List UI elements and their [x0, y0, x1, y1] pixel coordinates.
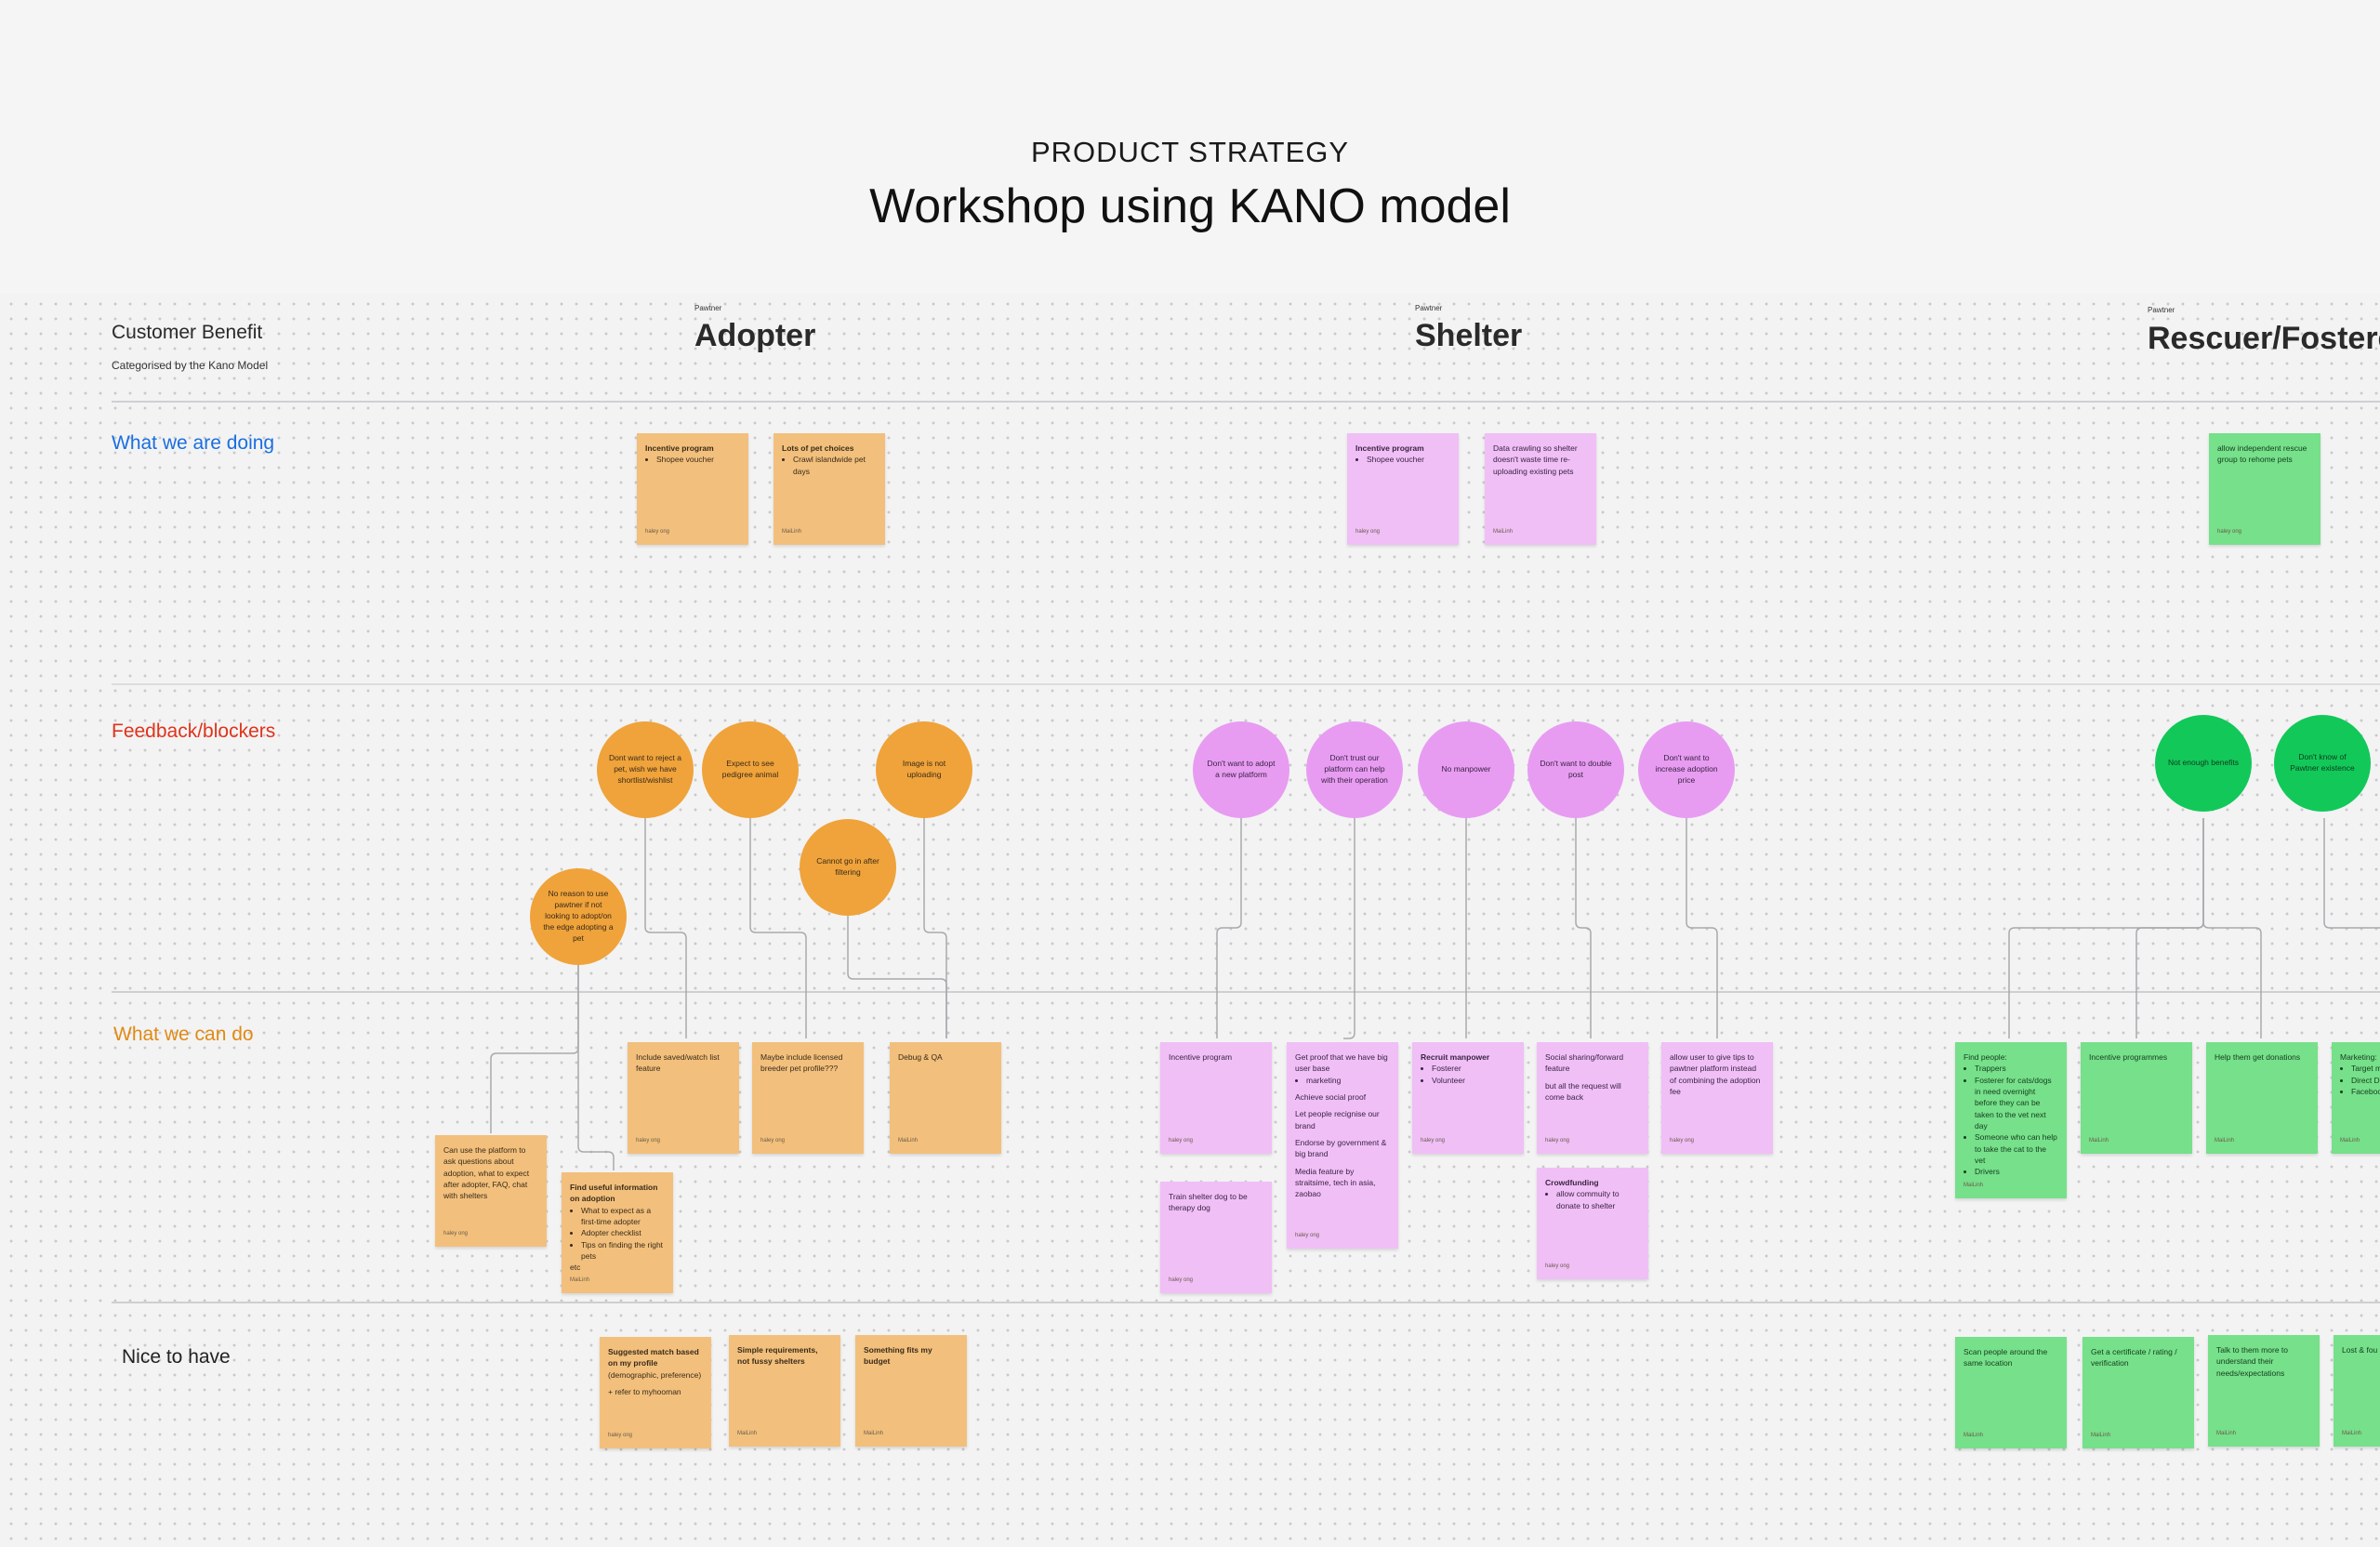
column-shelter-caption: Pawtner: [1415, 304, 1443, 312]
feedback-circle[interactable]: No reason to use pawtner if not looking …: [530, 868, 627, 965]
sticky-note[interactable]: Data crawling so shelter doesn't waste t…: [1485, 433, 1596, 545]
section-label-doing: What we are doing: [112, 432, 275, 454]
divider-doing: [112, 683, 2380, 685]
whiteboard-canvas[interactable]: Customer Benefit Categorised by the Kano…: [0, 293, 2380, 1547]
sticky-note[interactable]: Talk to them more to understand their ne…: [2208, 1335, 2320, 1447]
sticky-note[interactable]: allow independent rescue group to rehome…: [2209, 433, 2320, 545]
sticky-note[interactable]: Include saved/watch list feature haley o…: [628, 1042, 739, 1154]
sticky-note[interactable]: Train shelter dog to be therapy dog hale…: [1160, 1182, 1272, 1293]
connector-lines: [490, 818, 2380, 1170]
sticky-note[interactable]: Find useful information on adoption What…: [562, 1172, 673, 1293]
sticky-note[interactable]: Marketing: Target mDirect DFaceboo MaiLi…: [2332, 1042, 2380, 1154]
sticky-note[interactable]: Incentive program Shopee voucher haley o…: [1347, 433, 1459, 545]
sticky-note[interactable]: Find people: Trappers Fosterer for cats/…: [1955, 1042, 2067, 1198]
feedback-circle[interactable]: Don't want to double post: [1527, 721, 1624, 818]
sticky-note[interactable]: Incentive program Shopee voucher haley o…: [637, 433, 748, 545]
sticky-note[interactable]: Lost & fou MaiLinh: [2334, 1335, 2380, 1447]
feedback-circle[interactable]: Dont want to reject a pet, wish we have …: [597, 721, 694, 818]
feedback-circle[interactable]: Don't know of Pawtner existence: [2274, 715, 2371, 812]
column-shelter-title: Shelter: [1415, 318, 1523, 353]
sticky-note[interactable]: Something fits my budget MaiLinh: [855, 1335, 967, 1447]
section-label-cando: What we can do: [113, 1024, 254, 1045]
sticky-note[interactable]: Simple requirements, not fussy shelters …: [729, 1335, 840, 1447]
feedback-circle[interactable]: Don't want to increase adoption price: [1638, 721, 1735, 818]
sticky-note[interactable]: Lots of pet choices Crawl islandwide pet…: [774, 433, 885, 545]
sticky-note[interactable]: Social sharing/forward feature but all t…: [1537, 1042, 1648, 1154]
section-label-nice: Nice to have: [122, 1346, 231, 1368]
sticky-note[interactable]: Get proof that we have big user base mar…: [1287, 1042, 1398, 1249]
sticky-note[interactable]: Suggested match based on my profile (dem…: [600, 1337, 711, 1448]
header: PRODUCT STRATEGY Workshop using KANO mod…: [0, 0, 2380, 293]
divider-header: [112, 401, 2380, 403]
sticky-note[interactable]: Incentive program haley ong: [1160, 1042, 1272, 1154]
divider-feedback: [112, 991, 2380, 993]
sticky-note[interactable]: Get a certificate / rating / verificatio…: [2082, 1337, 2194, 1448]
column-rescuer-title: Rescuer/Fosterer: [2148, 321, 2380, 356]
section-label-feedback: Feedback/blockers: [112, 721, 276, 742]
column-adopter-title: Adopter: [694, 318, 816, 353]
sticky-note[interactable]: Can use the platform to ask questions ab…: [435, 1135, 547, 1247]
feedback-circle[interactable]: Expect to see pedigree animal: [702, 721, 799, 818]
feedback-circle[interactable]: Not enough benefits: [2155, 715, 2252, 812]
divider-cando: [112, 1302, 2380, 1303]
sticky-note[interactable]: Help them get donations MaiLinh: [2206, 1042, 2318, 1154]
sticky-note[interactable]: Crowdfunding allow commuity to donate to…: [1537, 1168, 1648, 1279]
feedback-circle[interactable]: No manpower: [1418, 721, 1514, 818]
sticky-note[interactable]: Incentive programmes MaiLinh: [2081, 1042, 2192, 1154]
sticky-note[interactable]: Maybe include licensed breeder pet profi…: [752, 1042, 864, 1154]
page-title: Workshop using KANO model: [869, 179, 1511, 233]
sticky-note[interactable]: Scan people around the same location Mai…: [1955, 1337, 2067, 1448]
column-rescuer-caption: Pawtner: [2148, 306, 2175, 314]
feedback-circle[interactable]: Don't trust our platform can help with t…: [1306, 721, 1403, 818]
sticky-note[interactable]: Debug & QA MaiLinh: [890, 1042, 1001, 1154]
feedback-circle[interactable]: Cannot go in after filtering: [800, 819, 896, 916]
feedback-circle[interactable]: Don't want to adopt a new platform: [1193, 721, 1289, 818]
sticky-note[interactable]: allow user to give tips to pawtner platf…: [1661, 1042, 1773, 1154]
column-adopter-caption: Pawtner: [694, 304, 722, 312]
feedback-circle[interactable]: Image is not uploading: [876, 721, 972, 818]
sticky-note[interactable]: Recruit manpower FostererVolunteer haley…: [1412, 1042, 1524, 1154]
legend-title: Customer Benefit: [112, 322, 263, 343]
legend-subtitle: Categorised by the Kano Model: [112, 359, 269, 372]
page-eyebrow: PRODUCT STRATEGY: [1030, 136, 1350, 168]
